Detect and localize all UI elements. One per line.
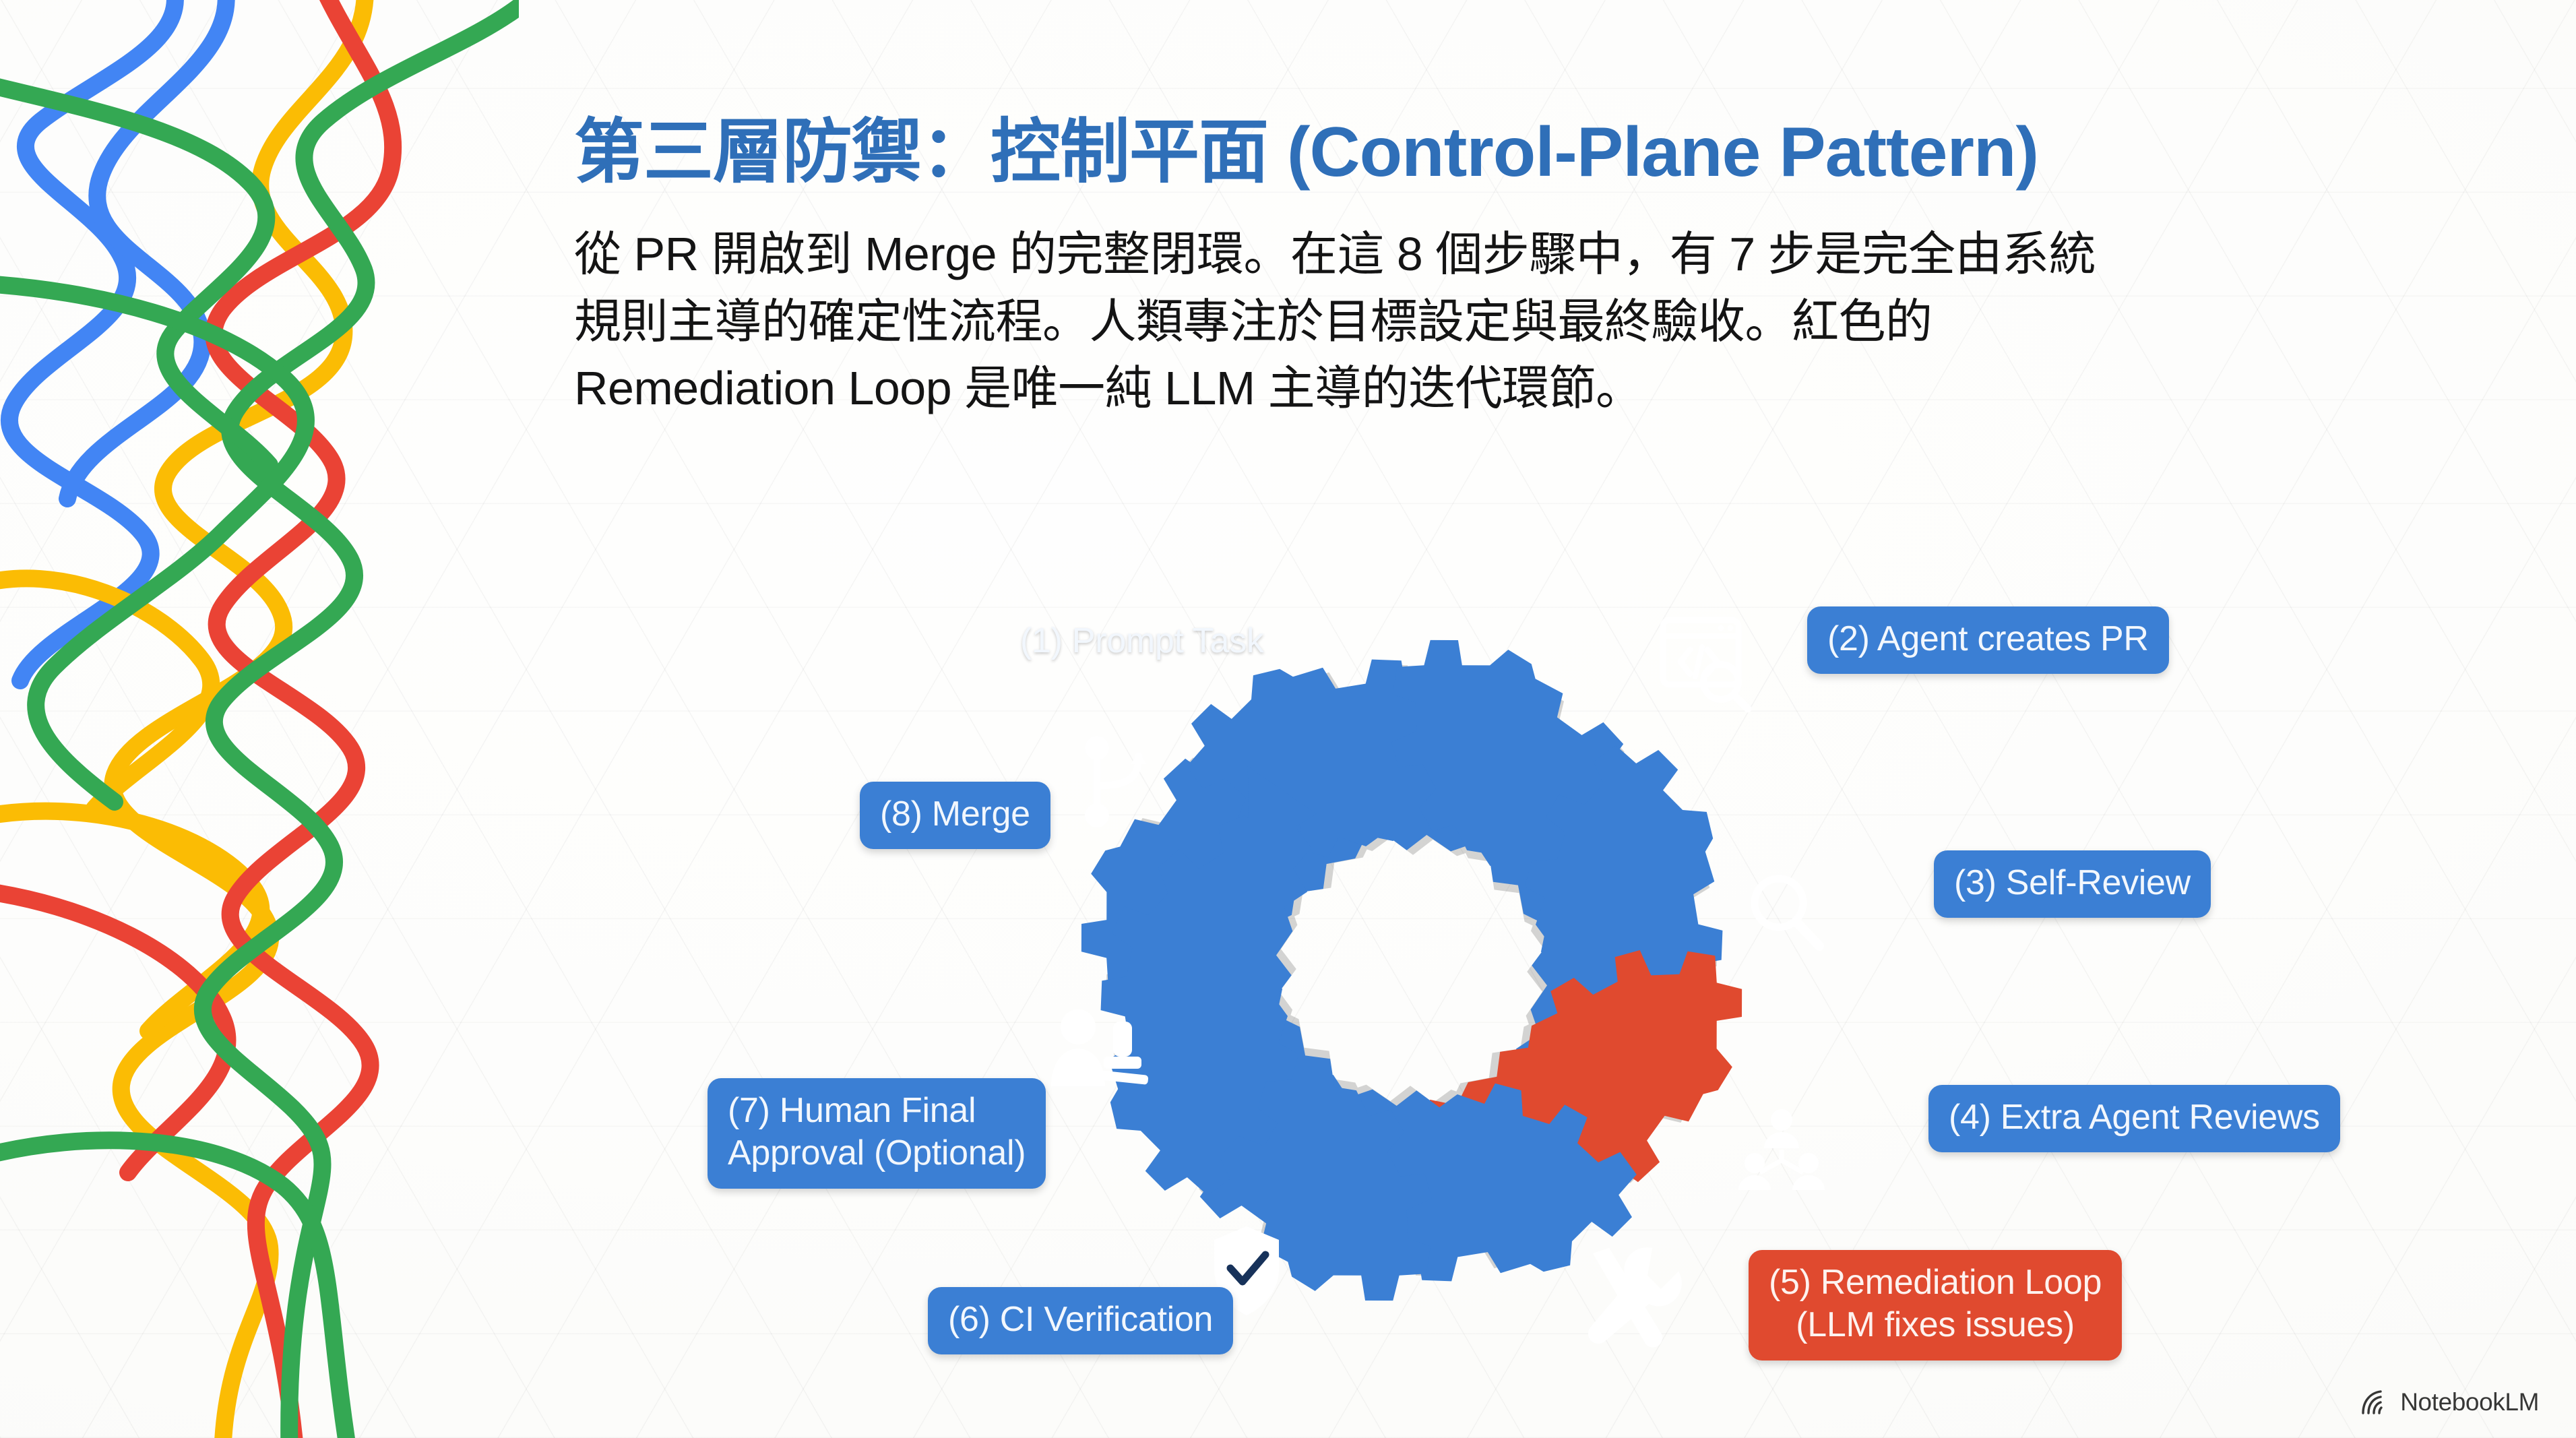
step-label-5[interactable]: (5) Remediation Loop (LLM fixes issues) <box>1749 1250 2123 1361</box>
watermark-label: NotebookLM <box>2400 1388 2539 1416</box>
page-title: 第三層防禦：控制平面 (Control-Plane Pattern) <box>574 113 2039 191</box>
decorative-ribbon-art <box>0 0 519 1438</box>
people-network-icon <box>1738 1109 1825 1190</box>
wrench-screwdriver-icon <box>1588 1247 1682 1348</box>
step-label-7[interactable]: (7) Human Final Approval (Optional) <box>708 1078 1046 1189</box>
step-label-2[interactable]: (2) Agent creates PR <box>1807 606 2169 675</box>
control-plane-cycle-diagram: (1) Prompt Task (2) Agent creates PR (3)… <box>633 539 2439 1415</box>
person-stamp-icon <box>1051 1009 1149 1086</box>
notebooklm-watermark: NotebookLM <box>2360 1388 2539 1416</box>
git-merge-icon <box>1085 736 1147 827</box>
header: 第三層防禦：控制平面 (Control-Plane Pattern) 從 PR … <box>574 113 2474 423</box>
step-label-4[interactable]: (4) Extra Agent Reviews <box>1928 1085 2340 1153</box>
page-subtitle: 從 PR 開啟到 Merge 的完整閉環。在這 8 個步驟中，有 7 步是完全由… <box>574 228 2096 415</box>
step-label-8[interactable]: (8) Merge <box>860 782 1050 850</box>
step-label-3[interactable]: (3) Self-Review <box>1934 850 2211 918</box>
notebooklm-icon <box>2362 1390 2383 1414</box>
step-label-6[interactable]: (6) CI Verification <box>928 1287 1234 1355</box>
code-window-search-icon <box>1660 617 1752 713</box>
gear-ring-graphic <box>1009 567 1825 1373</box>
magnifier-icon <box>1751 875 1824 951</box>
step-label-1[interactable]: (1) Prompt Task <box>1020 621 1264 660</box>
